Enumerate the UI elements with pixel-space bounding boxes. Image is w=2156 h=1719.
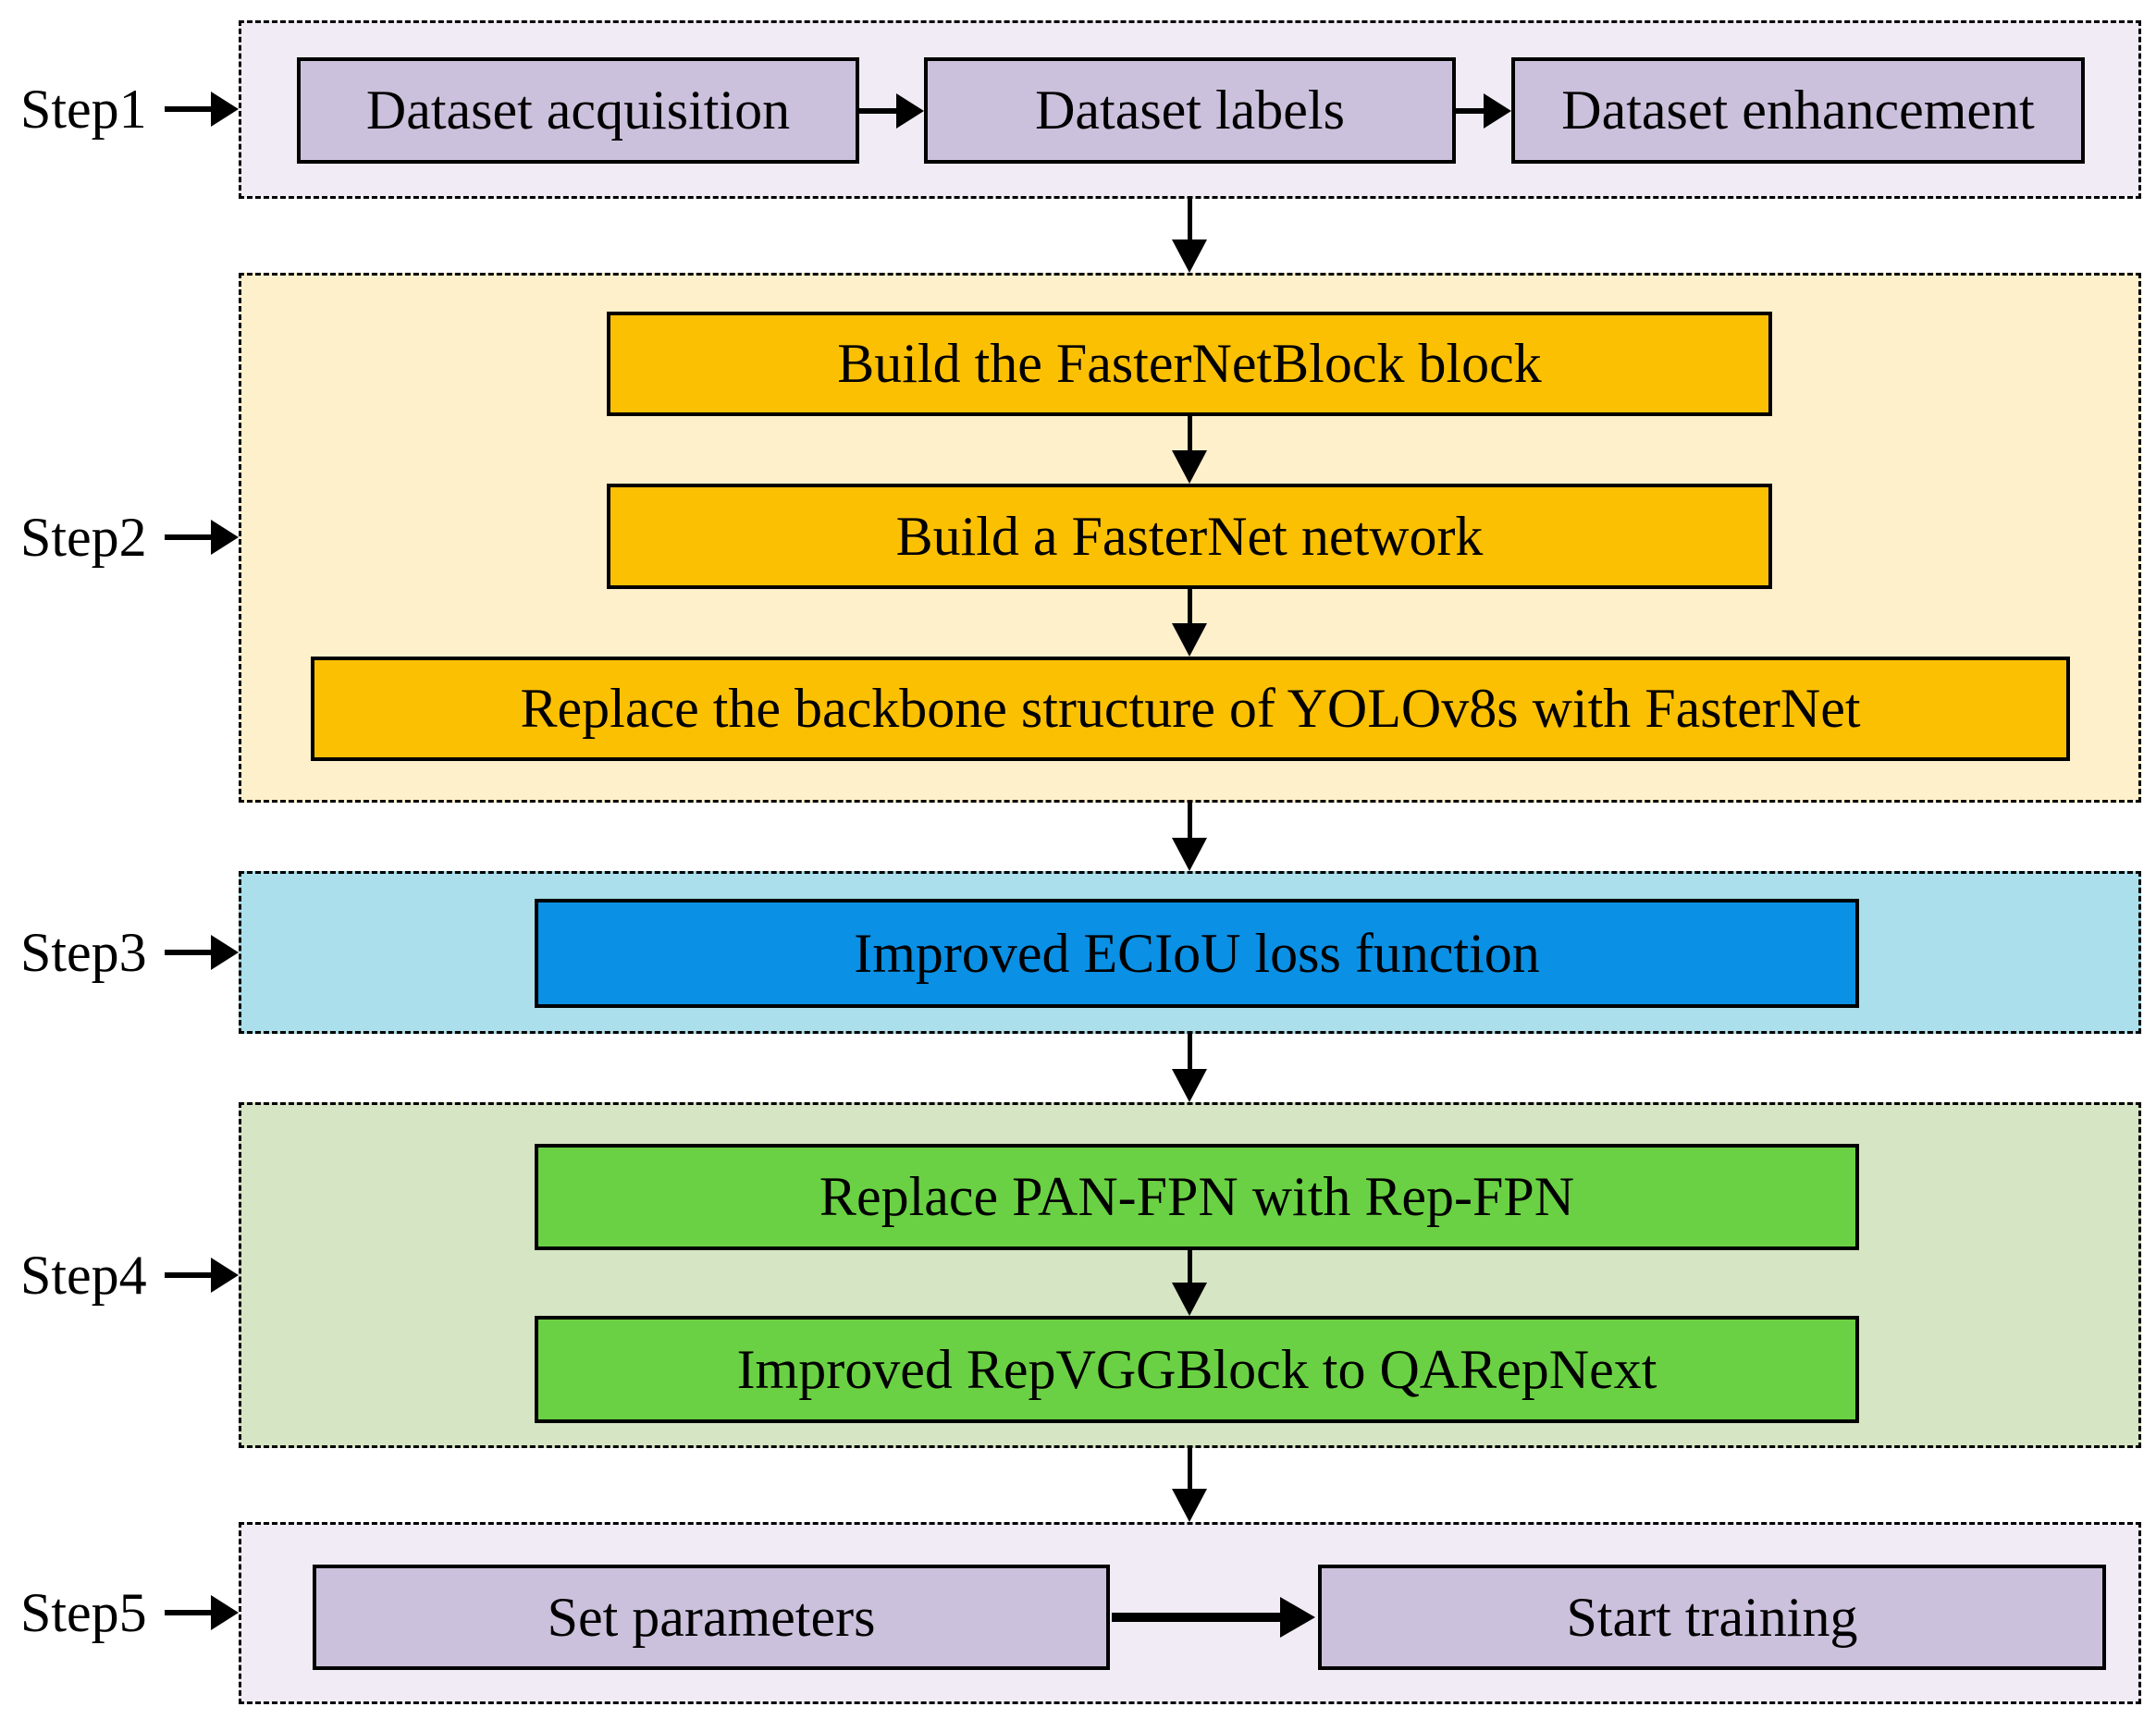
step5-pointer-arrow-icon — [165, 1594, 239, 1631]
arrow-shaft — [859, 108, 900, 114]
arrow-shaft — [1187, 199, 1192, 243]
arrow-head-icon — [211, 1258, 239, 1293]
box-build-fasternet-network: Build a FasterNet network — [607, 484, 1772, 589]
box-replace-backbone: Replace the backbone structure of YOLOv8… — [311, 657, 2070, 761]
arrow-shaft — [1187, 589, 1192, 627]
arrow-fasternetblock-to-fasternet-icon — [1171, 416, 1208, 484]
box-dataset-acquisition: Dataset acquisition — [297, 57, 859, 164]
box-set-parameters: Set parameters — [313, 1565, 1110, 1670]
arrow-head-icon — [211, 92, 239, 127]
arrow-head-icon — [1172, 838, 1207, 871]
box-start-training: Start training — [1318, 1565, 2106, 1670]
arrow-head-icon — [1172, 239, 1207, 273]
arrow-shaft — [1456, 108, 1487, 114]
step3-label: Step3 — [20, 922, 147, 983]
arrow-head-icon — [1172, 450, 1207, 484]
arrow-shaft — [1187, 1448, 1192, 1492]
step2-container: Build the FasterNetBlock block Build a F… — [239, 273, 2141, 803]
arrow-acquisition-to-labels-icon — [859, 92, 924, 129]
arrow-head-icon — [896, 93, 924, 129]
step1-container: Dataset acquisition Dataset labels Datas… — [239, 20, 2141, 199]
arrow-shaft — [165, 106, 215, 112]
arrow-panfpn-to-repvgg-icon — [1171, 1250, 1208, 1316]
step4-container: Replace PAN-FPN with Rep-FPN Improved Re… — [239, 1102, 2141, 1448]
step3-container: Improved ECIoU loss function — [239, 871, 2141, 1034]
arrow-head-icon — [1280, 1597, 1315, 1638]
step5-container: Set parameters Start training — [239, 1522, 2141, 1704]
arrow-head-icon — [1172, 1489, 1207, 1522]
arrow-shaft — [165, 950, 215, 955]
arrow-shaft — [1187, 803, 1192, 841]
arrow-head-icon — [211, 520, 239, 555]
box-improved-repvggblock: Improved RepVGGBlock to QARepNext — [535, 1316, 1859, 1423]
arrow-shaft — [1187, 1250, 1192, 1286]
arrow-shaft — [1187, 1034, 1192, 1073]
arrow-step2-to-step3-icon — [1171, 803, 1208, 871]
arrow-head-icon — [1172, 623, 1207, 657]
arrow-head-icon — [211, 1595, 239, 1630]
arrow-head-icon — [1172, 1283, 1207, 1316]
step4-pointer-arrow-icon — [165, 1257, 239, 1294]
box-replace-pan-fpn: Replace PAN-FPN with Rep-FPN — [535, 1144, 1859, 1250]
step3-pointer-arrow-icon — [165, 934, 239, 971]
arrow-step4-to-step5-icon — [1171, 1448, 1208, 1522]
step2-pointer-arrow-icon — [165, 519, 239, 556]
step4-label: Step4 — [20, 1245, 147, 1306]
arrow-step3-to-step4-icon — [1171, 1034, 1208, 1102]
step1-pointer-arrow-icon — [165, 91, 239, 128]
step2-label: Step2 — [20, 507, 147, 568]
arrow-head-icon — [1172, 1069, 1207, 1102]
box-dataset-enhancement: Dataset enhancement — [1511, 57, 2085, 164]
arrow-shaft — [165, 1610, 215, 1615]
step5-label: Step5 — [20, 1582, 147, 1643]
arrow-labels-to-enhancement-icon — [1456, 92, 1511, 129]
arrow-set-parameters-to-start-training-icon — [1112, 1590, 1315, 1645]
box-dataset-labels: Dataset labels — [924, 57, 1456, 164]
arrow-fasternet-to-backbone-icon — [1171, 589, 1208, 657]
arrow-shaft — [1112, 1613, 1282, 1622]
arrow-step1-to-step2-icon — [1171, 199, 1208, 273]
arrow-head-icon — [1484, 93, 1511, 129]
arrow-shaft — [1187, 416, 1192, 454]
box-improved-eciou: Improved ECIoU loss function — [535, 899, 1859, 1008]
arrow-head-icon — [211, 935, 239, 970]
arrow-shaft — [165, 1272, 215, 1278]
box-build-fasternetblock: Build the FasterNetBlock block — [607, 312, 1772, 416]
arrow-shaft — [165, 534, 215, 540]
step1-label: Step1 — [20, 79, 147, 140]
